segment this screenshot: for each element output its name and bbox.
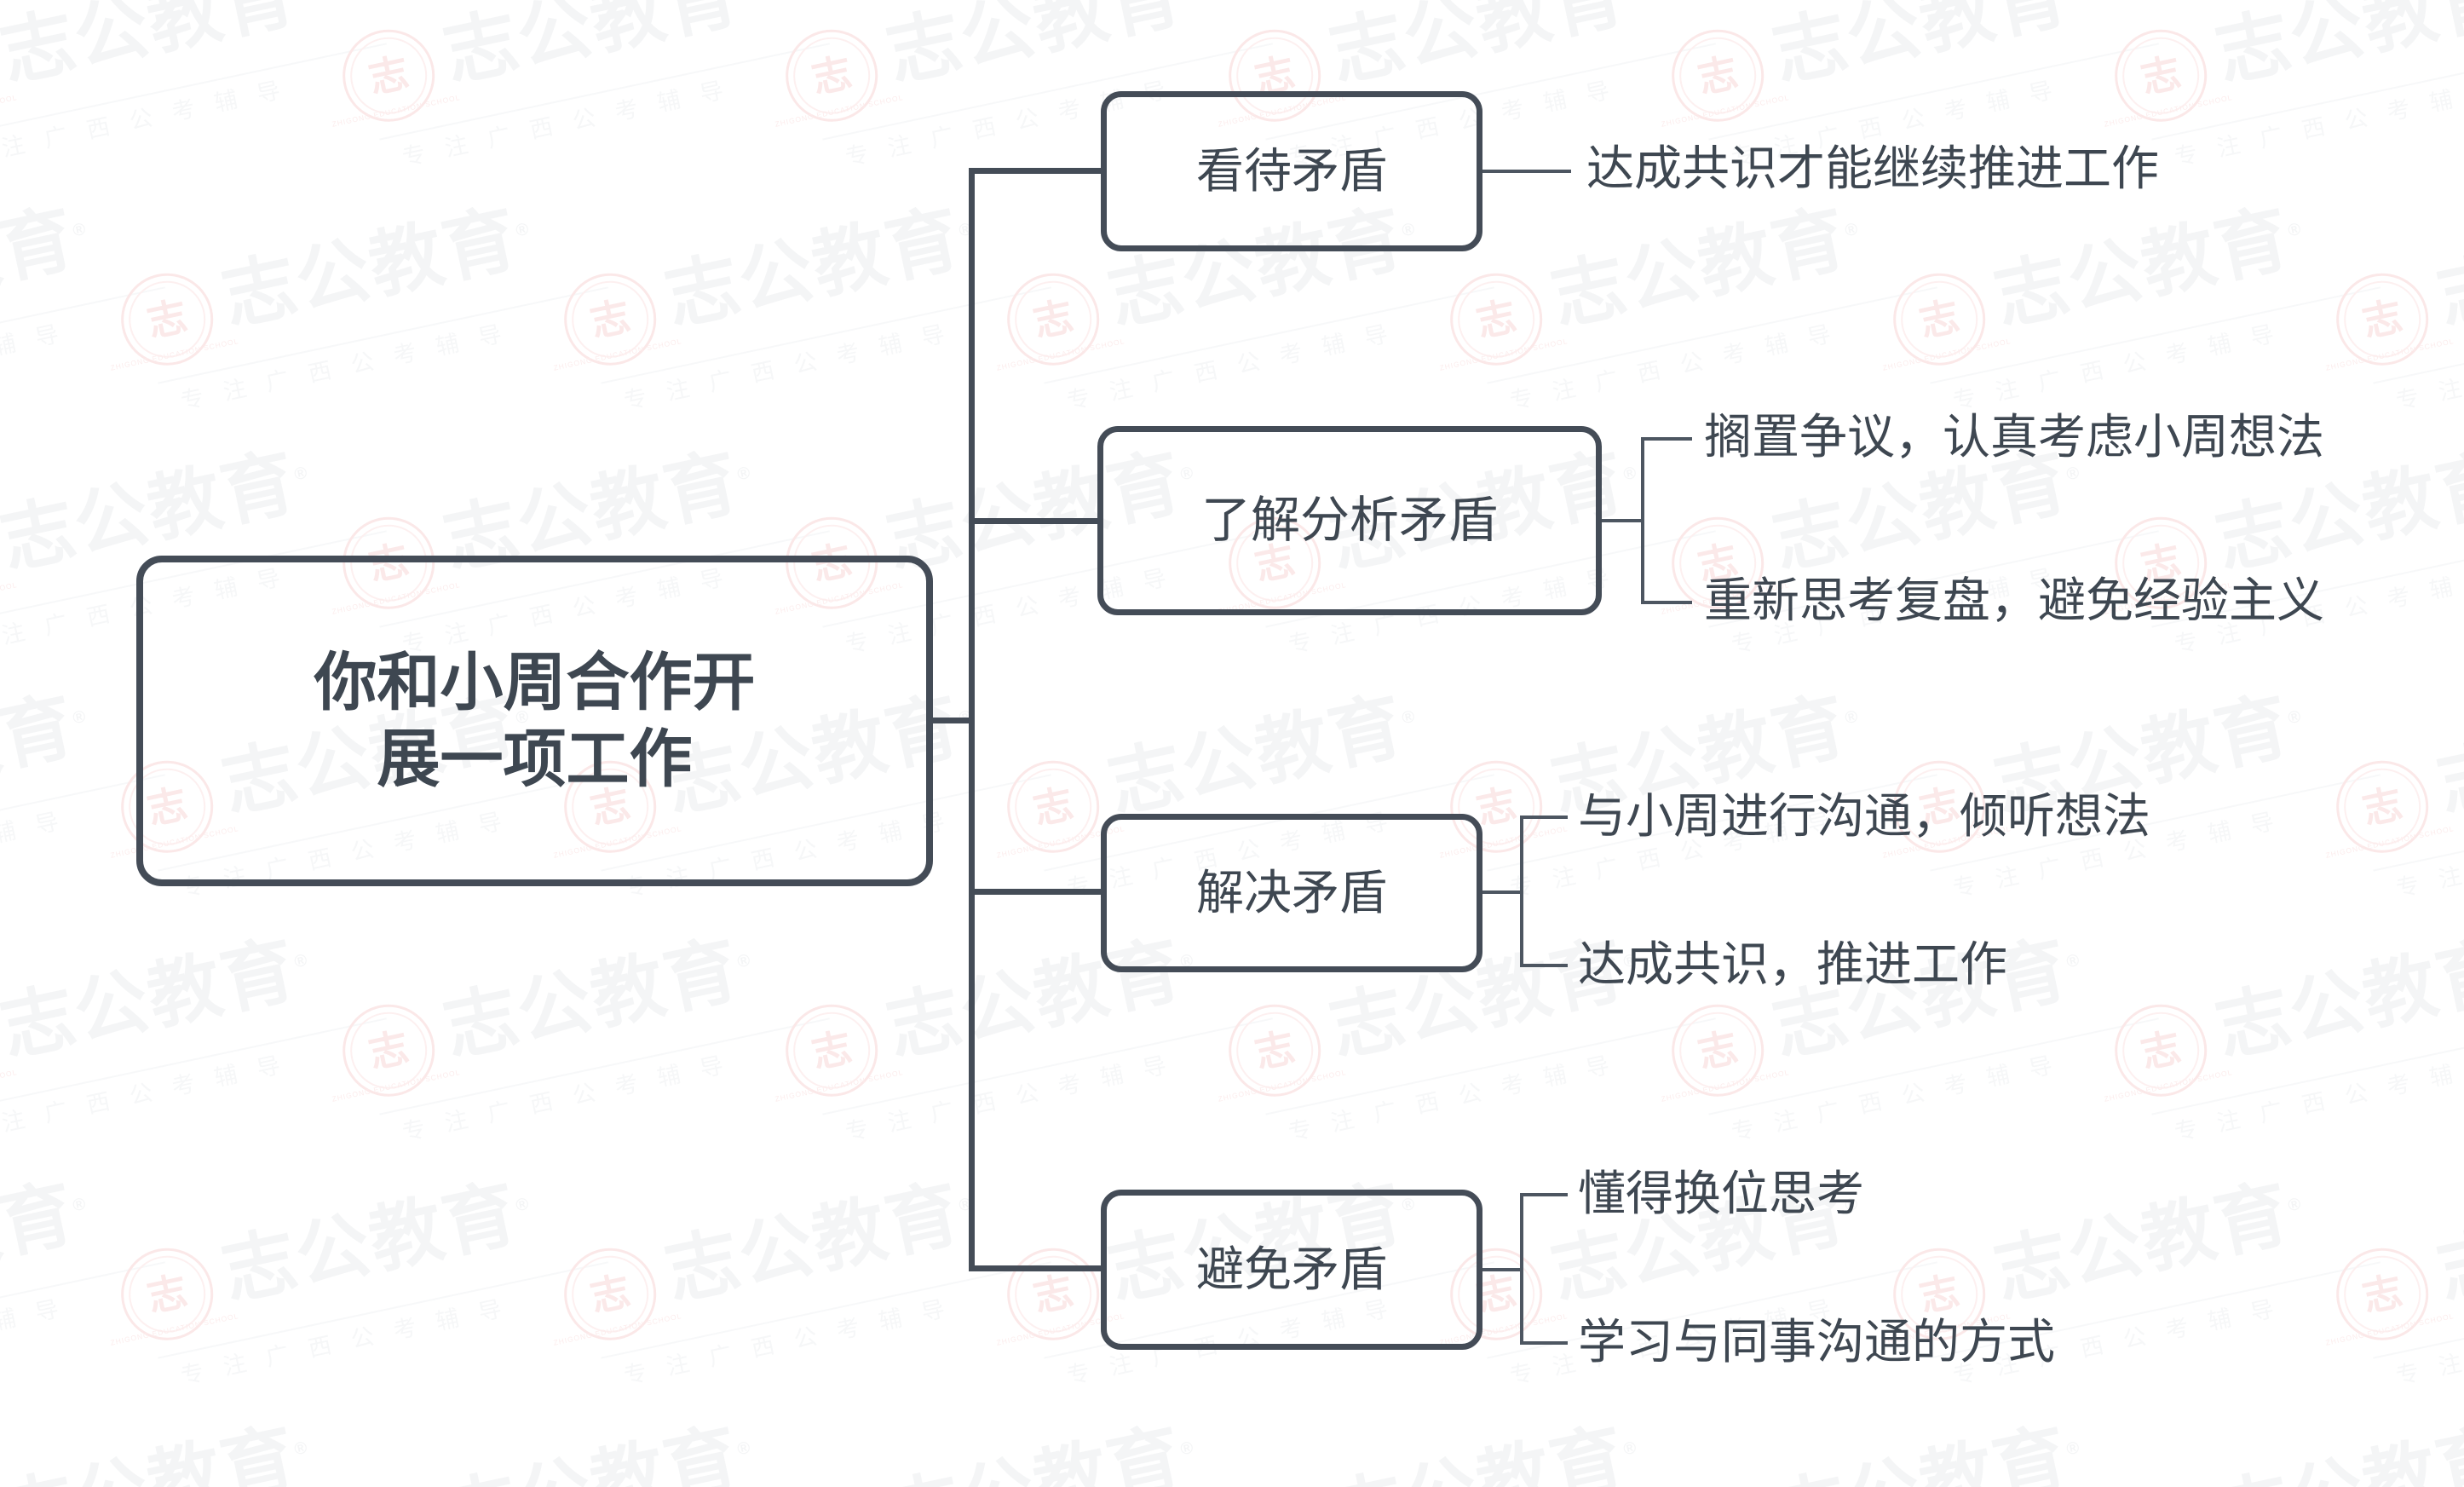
leaf-label-4-1: 懂得换位思考 xyxy=(1578,1167,1864,1220)
branch-node-1-label: 看待矛盾 xyxy=(1196,143,1387,198)
connector-main-trunk xyxy=(969,170,975,1271)
connector-root-stub xyxy=(933,718,975,723)
connector-branch-4-stub xyxy=(1482,1268,1523,1271)
connector-branch-2-leaf-1 xyxy=(1641,437,1692,441)
branch-node-4[interactable]: 避免矛盾 xyxy=(1101,1190,1482,1350)
branch-node-1[interactable]: 看待矛盾 xyxy=(1101,91,1482,251)
branch-node-3[interactable]: 解决矛盾 xyxy=(1101,814,1482,972)
connector-branch-3 xyxy=(969,889,1105,895)
branch-node-4-label: 避免矛盾 xyxy=(1196,1242,1387,1296)
connector-branch-4-trunk xyxy=(1520,1193,1523,1345)
connector-branch-2 xyxy=(969,518,1103,524)
branch-node-3-label: 解决矛盾 xyxy=(1196,865,1387,919)
connector-branch-3-trunk xyxy=(1520,816,1523,967)
connector-branch-4 xyxy=(969,1265,1105,1271)
connector-branch-3-leaf-2 xyxy=(1520,964,1568,967)
branch-node-2-label: 了解分析矛盾 xyxy=(1200,492,1498,548)
leaf-label-3-2: 达成共识，推进工作 xyxy=(1578,937,2007,991)
branch-node-2[interactable]: 了解分析矛盾 xyxy=(1097,426,1602,615)
root-node[interactable]: 你和小周合作开 展一项工作 xyxy=(136,556,933,886)
connector-branch-4-leaf-2 xyxy=(1520,1341,1568,1345)
connector-branch-3-stub xyxy=(1482,890,1523,894)
leaf-label-2-1: 搁置争议，认真考虑小周想法 xyxy=(1704,410,2324,464)
connector-branch-1-leaf-1 xyxy=(1482,170,1571,173)
connector-branch-3-leaf-1 xyxy=(1520,816,1568,819)
connector-branch-2-trunk xyxy=(1641,437,1644,604)
leaf-label-4-2: 学习与同事沟通的方式 xyxy=(1578,1315,2055,1369)
connector-branch-2-leaf-2 xyxy=(1641,601,1692,604)
leaf-label-3-1: 与小周进行沟通，倾听想法 xyxy=(1578,789,2150,843)
root-node-line-1: 你和小周合作开 xyxy=(314,646,756,718)
connector-branch-4-leaf-1 xyxy=(1520,1193,1568,1196)
connector-branch-2-stub xyxy=(1602,519,1644,522)
root-node-line-2: 展一项工作 xyxy=(377,723,693,794)
root-node-label: 你和小周合作开 展一项工作 xyxy=(314,644,756,798)
leaf-label-2-2: 重新思考复盘，避免经验主义 xyxy=(1704,573,2324,627)
leaf-label-1-1: 达成共识才能继续推进工作 xyxy=(1586,141,2159,195)
connector-branch-1 xyxy=(969,168,1105,174)
